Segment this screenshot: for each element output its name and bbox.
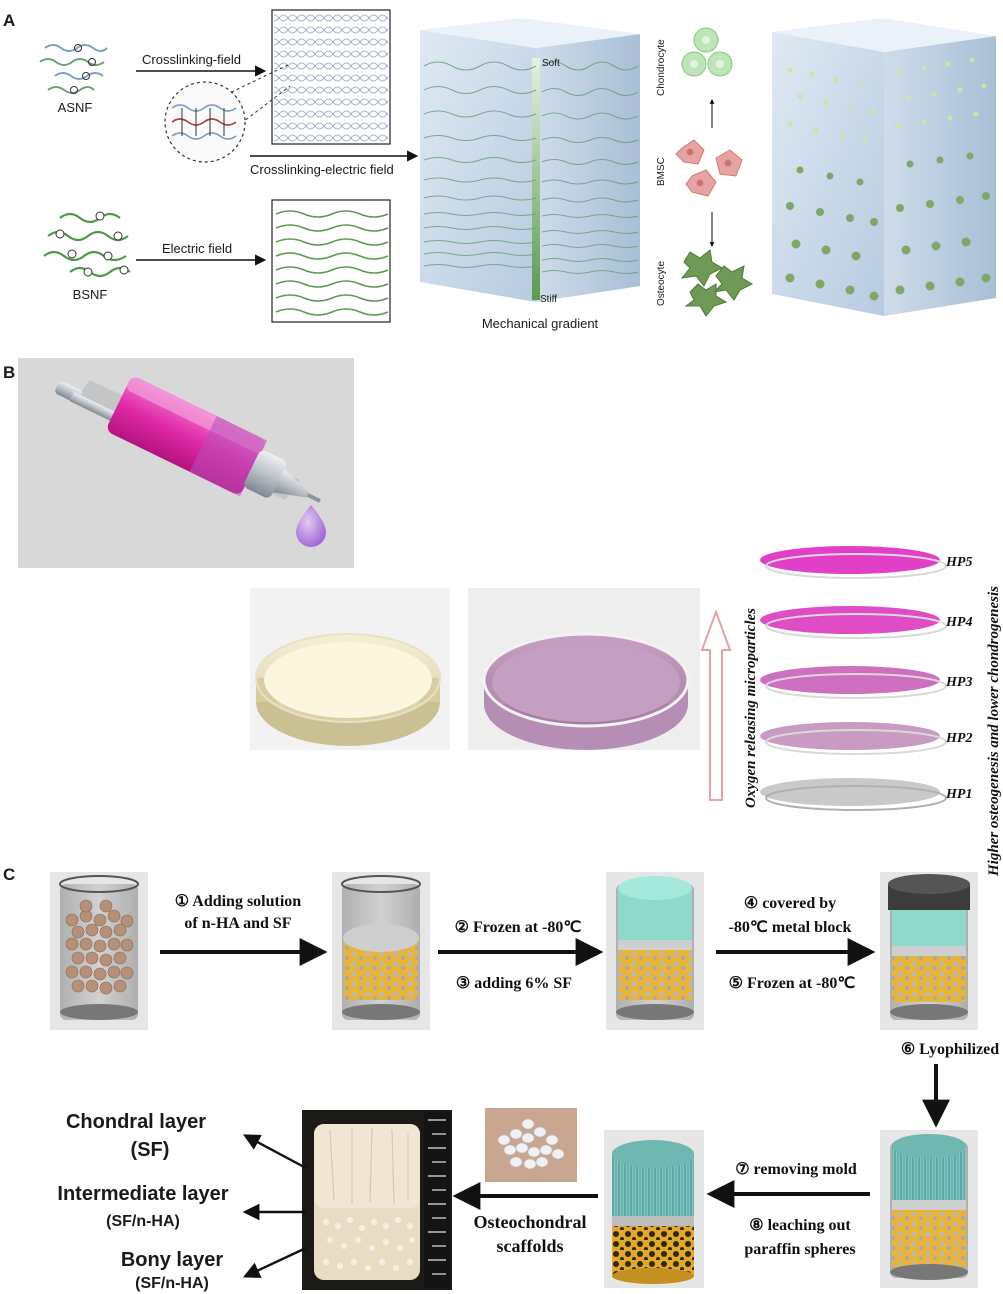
mold-lyophilized <box>880 1130 978 1288</box>
step6-label: ⑥ Lyophilized <box>901 1041 999 1058</box>
crosslinking-electric-field-label: Crosslinking-electric field <box>250 162 394 177</box>
step3-label: ③ adding 6% SF <box>456 975 572 992</box>
osteocyte-label: Osteocyte <box>656 261 667 306</box>
dish-pink <box>482 632 690 750</box>
mold-frozen-sf <box>606 872 704 1030</box>
hp-disc-stack <box>760 546 947 811</box>
step1-line1: ① Adding solution <box>175 893 302 910</box>
cell-laden-block <box>772 18 996 316</box>
scaffolds-photo <box>485 1108 577 1182</box>
step4-line1: ④ covered by <box>744 895 836 912</box>
bony-line2: (SF/n-HA) <box>135 1275 209 1292</box>
chondral-pointer <box>243 1134 307 1170</box>
bmsc-cells <box>675 139 743 197</box>
disc-hp5 <box>760 546 940 574</box>
mold-metal-block <box>880 872 978 1030</box>
zoom-molecular-detail <box>171 104 237 140</box>
scaffold-photo <box>302 1110 452 1290</box>
intermediate-line1: Intermediate layer <box>57 1183 228 1205</box>
crosslinking-field-label: Crosslinking-field <box>142 52 241 67</box>
mold-nha-sf <box>332 872 430 1030</box>
electric-field-label: Electric field <box>162 241 232 256</box>
disc-hp3 <box>760 666 940 694</box>
panel-a-label: A <box>3 11 15 30</box>
oxygen-releasing-label: Oxygen releasing microparticles <box>743 608 759 808</box>
step1-line2: of n-HA and SF <box>184 915 291 932</box>
chondrocyte-cells <box>681 27 733 77</box>
step4-line2: -80℃ metal block <box>729 919 852 936</box>
step2-label: ② Frozen at -80℃ <box>455 919 582 936</box>
asnf-label: ASNF <box>58 100 93 115</box>
stiff-label: Stiff <box>540 294 557 305</box>
panel-b-label: B <box>3 363 15 382</box>
scaffolds-line1: Osteochondral <box>473 1212 586 1232</box>
crosslinked-network-mesh <box>274 12 388 142</box>
higher-osteogenesis-label: Higher osteogenesis and lower chondrogen… <box>986 586 1002 877</box>
chondral-line1: Chondral layer <box>66 1111 206 1133</box>
intermediate-line2: (SF/n-HA) <box>106 1213 180 1230</box>
bsnf-molecules <box>43 211 131 278</box>
panel-c-label: C <box>3 865 15 884</box>
bony-line1: Bony layer <box>121 1249 223 1271</box>
disc-hp4 <box>760 606 940 634</box>
mold-paraffin-spheres <box>50 872 148 1030</box>
osteocyte-cells <box>680 249 754 317</box>
aligned-fiber-box <box>271 199 391 323</box>
step8-line1: ⑧ leaching out <box>749 1217 851 1234</box>
hp4-label: HP4 <box>945 615 972 630</box>
scaffold-demolded <box>604 1130 704 1288</box>
chondrocyte-label: Chondrocyte <box>656 39 667 96</box>
hp2-label: HP2 <box>945 731 972 746</box>
bmsc-label: BMSC <box>656 157 667 186</box>
scaffolds-line2: scaffolds <box>497 1236 564 1256</box>
disc-hp1 <box>760 778 940 806</box>
hp5-label: HP5 <box>945 555 972 570</box>
gradient-hydrogel-block <box>420 18 640 302</box>
chondral-line2: (SF) <box>131 1139 170 1161</box>
step8-line2: paraffin spheres <box>744 1241 855 1258</box>
step5-label: ⑤ Frozen at -80℃ <box>729 975 856 992</box>
hp3-label: HP3 <box>945 675 972 690</box>
disc-hp2 <box>760 722 940 750</box>
mechanical-gradient-label: Mechanical gradient <box>482 316 599 331</box>
syringe <box>55 376 321 503</box>
aligned-fibers <box>275 210 389 316</box>
oxygen-gradient-arrow <box>700 609 732 801</box>
asnf-molecules <box>39 44 108 94</box>
step7-label: ⑦ removing mold <box>735 1161 857 1178</box>
bsnf-label: BSNF <box>73 287 108 302</box>
soft-label: Soft <box>542 58 560 69</box>
drop-icon <box>296 505 326 547</box>
hp1-label: HP1 <box>945 787 972 802</box>
dish-cream <box>255 633 441 746</box>
bony-pointer <box>242 1246 307 1278</box>
